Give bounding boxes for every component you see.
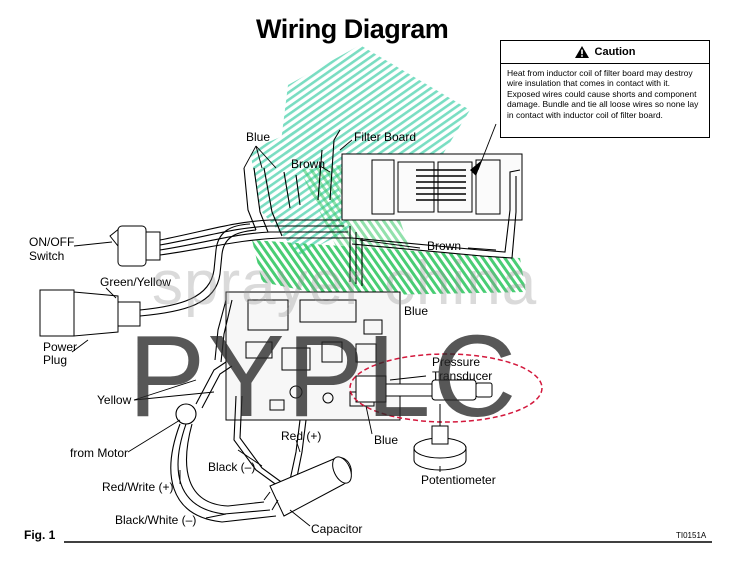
label-on-off: ON/OFF [29, 235, 75, 249]
label-yellow: Yellow [97, 393, 132, 407]
label-blue-top: Blue [246, 130, 271, 144]
label-transducer: Transducer [432, 369, 493, 383]
label-capacitor: Capacitor [311, 522, 363, 536]
label-plug: Plug [43, 353, 68, 367]
on-off-switch [109, 225, 161, 267]
page-title: Wiring Diagram [256, 14, 449, 44]
label-blue-right: Blue [404, 304, 429, 318]
power-plug [39, 289, 141, 337]
label-red-plus: Red (+) [281, 429, 322, 443]
label-green-yellow: Green/Yellow [100, 275, 171, 289]
label-potentiometer: Potentiometer [421, 473, 496, 487]
warning-triangle-icon [574, 46, 589, 58]
label-filter-board: Filter Board [354, 130, 417, 144]
caution-text: Heat from inductor coil of filter board … [507, 68, 699, 120]
label-black-white-minus: Black/White (–) [115, 513, 197, 527]
figure-label: Fig. 1 [24, 528, 56, 542]
pressure-transducer [355, 375, 493, 403]
label-black-minus: Black (–) [208, 460, 256, 474]
label-switch: Switch [29, 249, 65, 263]
capacitor [263, 456, 352, 517]
caution-box: Caution Heat from inductor coil of filte… [500, 40, 710, 138]
label-from-motor: from Motor [70, 446, 129, 460]
watermark-pyplc: PYPLC [128, 311, 519, 441]
filter-board [341, 153, 523, 221]
watermark-sprayer-china: sprayer china [152, 249, 538, 318]
label-brown-right: Brown [427, 239, 462, 253]
caution-heading: Caution [594, 46, 636, 58]
label-brown-top: Brown [291, 157, 326, 171]
leader-arrowhead [470, 160, 482, 176]
label-pressure: Pressure [432, 355, 481, 369]
label-blue-bottom: Blue [374, 433, 399, 447]
label-red-write-plus: Red/Write (+) [102, 480, 174, 494]
wire-harness [139, 129, 521, 363]
label-power: Power [43, 340, 78, 354]
caution-header: Caution [501, 41, 709, 64]
highlight-circle [349, 353, 543, 423]
leader-lines [71, 123, 497, 527]
motor-leads [170, 361, 307, 523]
potentiometer [413, 404, 467, 471]
figure-code: TI0151A [676, 531, 707, 540]
